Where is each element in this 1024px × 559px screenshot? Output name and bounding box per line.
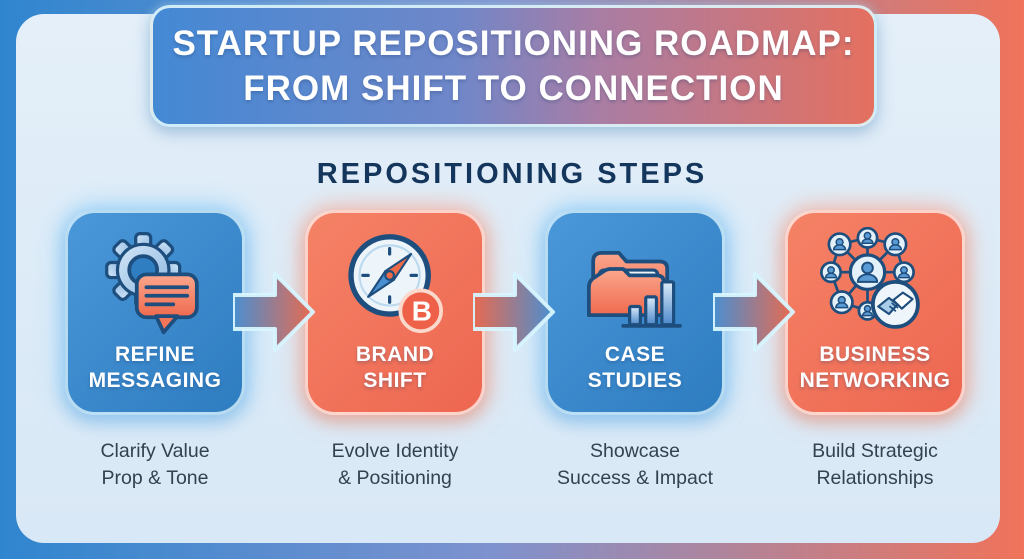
step-label-line1: BRAND: [355, 343, 435, 366]
step-label-line2: MESSAGING: [88, 369, 222, 392]
badge-letter: B: [412, 295, 432, 326]
step-description-line2: Relationships: [816, 467, 934, 489]
step-card-business-networking: BUSINESS NETWORKING: [785, 210, 965, 415]
flow-arrow-right-icon: [233, 272, 315, 352]
step-description-line1: Clarify Value: [100, 440, 210, 462]
step-description-line1: Showcase: [590, 440, 680, 462]
step-label: CASE STUDIES: [548, 342, 722, 394]
step-label-line1: REFINE: [114, 343, 195, 366]
folder-chart-icon: [576, 225, 694, 343]
step-description-line2: Success & Impact: [556, 467, 714, 489]
step-description: Evolve Identity & Positioning: [275, 438, 515, 492]
step-label: REFINE MESSAGING: [68, 342, 242, 394]
step-description: Build Strategic Relationships: [755, 438, 995, 492]
step-label-line1: CASE: [604, 343, 666, 366]
step-description-line1: Build Strategic: [812, 440, 938, 462]
flow-arrow-right-icon: [473, 272, 555, 352]
step-card-brand-shift: B BRAND SHIFT: [305, 210, 485, 415]
step-label: BUSINESS NETWORKING: [788, 342, 962, 394]
step-description-line2: & Positioning: [338, 467, 452, 489]
header-banner: STARTUP REPOSITIONING ROADMAP: FROM SHIF…: [150, 5, 877, 127]
step-label-line2: NETWORKING: [799, 369, 951, 392]
step-card-refine-messaging: REFINE MESSAGING: [65, 210, 245, 415]
compass-badge-icon: B: [336, 225, 454, 343]
step-label-line2: STUDIES: [587, 369, 683, 392]
flow-arrow-right-icon: [713, 272, 795, 352]
step-description-line1: Evolve Identity: [331, 440, 459, 462]
header-title-line1: STARTUP REPOSITIONING ROADMAP:: [172, 24, 855, 63]
gear-chat-icon: [96, 225, 214, 343]
step-label-line1: BUSINESS: [819, 343, 931, 366]
step-label: BRAND SHIFT: [308, 342, 482, 394]
step-description-line2: Prop & Tone: [101, 467, 209, 489]
step-description: Clarify Value Prop & Tone: [35, 438, 275, 492]
section-subtitle: REPOSITIONING STEPS: [316, 158, 708, 190]
step-card-case-studies: CASE STUDIES: [545, 210, 725, 415]
network-handshake-icon: [816, 225, 934, 343]
step-description: Showcase Success & Impact: [515, 438, 755, 492]
step-label-line2: SHIFT: [363, 369, 427, 392]
header-title-line2: FROM SHIFT TO CONNECTION: [243, 69, 784, 108]
